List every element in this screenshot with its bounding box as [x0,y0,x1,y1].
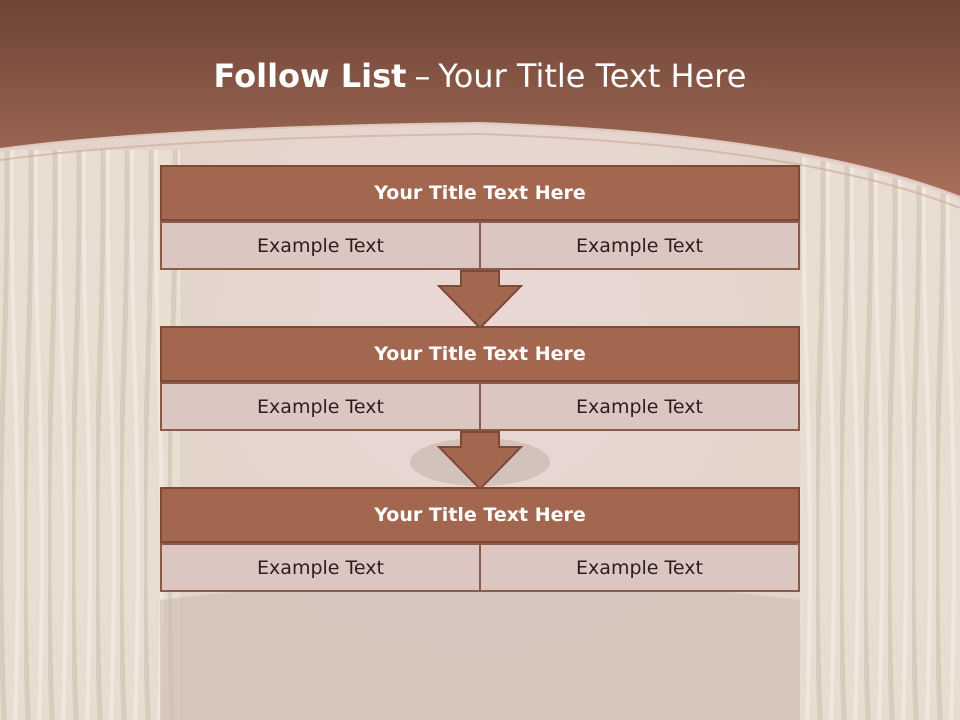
list-block-1: Your Title Text Here Example Text Exampl… [160,165,800,270]
block-row: Example Text Example Text [160,543,800,592]
list-block-3: Your Title Text Here Example Text Exampl… [160,487,800,592]
block-cell-right: Example Text [481,221,800,270]
block-cell-left: Example Text [160,543,481,592]
block-cell-right: Example Text [481,382,800,431]
block-header: Your Title Text Here [160,165,800,221]
slide-title-sub: Your Title Text Here [438,57,747,95]
block-header: Your Title Text Here [160,326,800,382]
block-row: Example Text Example Text [160,382,800,431]
slide-title-dash: – [414,57,431,95]
block-row: Example Text Example Text [160,221,800,270]
block-header: Your Title Text Here [160,487,800,543]
block-cell-left: Example Text [160,382,481,431]
list-block-2: Your Title Text Here Example Text Exampl… [160,326,800,431]
slide-title-main: Follow List [213,57,407,95]
block-cell-right: Example Text [481,543,800,592]
slide-title: Follow List–Your Title Text Here [0,52,960,100]
block-cell-left: Example Text [160,221,481,270]
